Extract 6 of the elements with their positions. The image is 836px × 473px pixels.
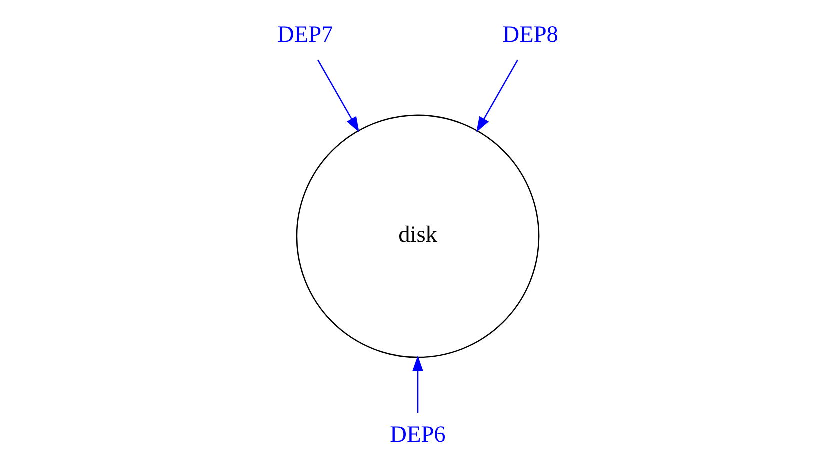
node-text: DEP6: [390, 422, 446, 448]
node-text: DEP7: [278, 22, 334, 48]
node-text: DEP8: [502, 22, 558, 48]
arrow: [318, 60, 360, 133]
arrow: [412, 356, 424, 413]
arrow: [476, 60, 518, 133]
